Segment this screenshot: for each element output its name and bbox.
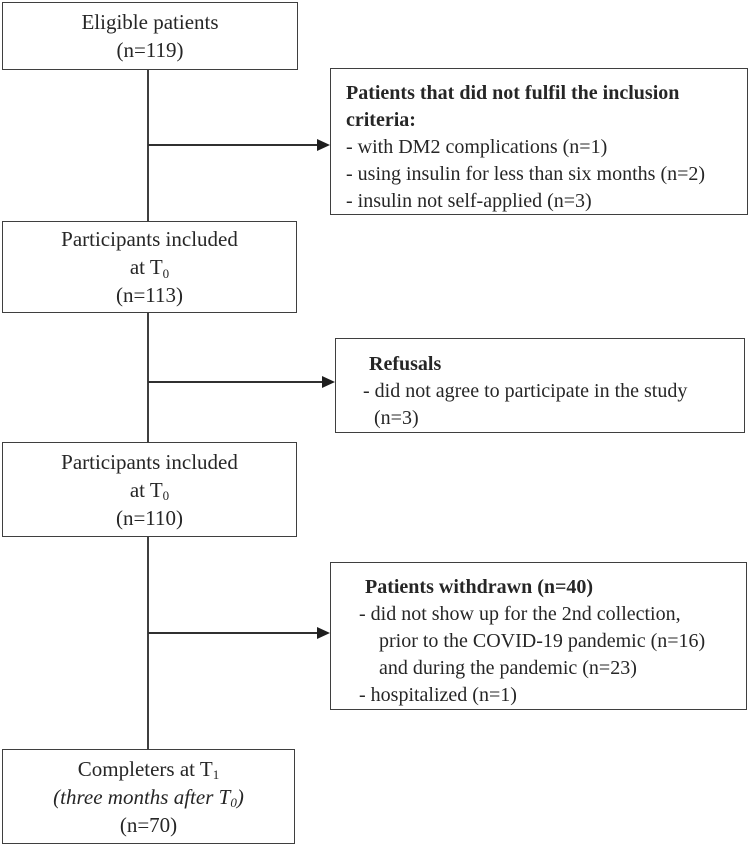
withdrawn-title: Patients withdrawn (n=40)	[365, 576, 594, 598]
box-included-t0-110: Participants included at T0 (n=110)	[2, 442, 297, 537]
exclusion-item: - insulin not self-applied (n=3)	[346, 190, 592, 212]
refusals-title: Refusals	[369, 353, 442, 375]
included-113-line1: Participants included	[61, 227, 238, 251]
arrow-shaft-to-refusals	[148, 381, 324, 383]
included-110-line2: at T0	[129, 477, 170, 504]
exclusion-title-line2: criteria:	[346, 109, 416, 131]
box-completers-t1: Completers at T1 (three months after T0)…	[2, 749, 295, 844]
vertical-connector-line	[147, 70, 149, 751]
exclusion-item: - using insulin for less than six months…	[346, 163, 706, 185]
completers-line2: (three months after T0)	[53, 784, 244, 811]
box-eligible-count: (n=119)	[116, 38, 184, 62]
box-eligible-patients: Eligible patients (n=119)	[2, 2, 298, 70]
exclusion-item: - with DM2 complications (n=1)	[346, 136, 608, 158]
included-113-line2: at T0	[129, 255, 170, 281]
arrow-shaft-to-exclusions	[148, 144, 319, 146]
arrowhead-to-withdrawn-icon	[317, 627, 330, 639]
box-refusals: Refusals - did not agree to participate …	[335, 338, 745, 433]
exclusion-title-line1: Patients that did not fulfil the inclusi…	[346, 82, 680, 104]
refusals-item: - did not agree to participate in the st…	[363, 380, 688, 402]
withdrawn-item-continuation: prior to the COVID-19 pandemic (n=16)	[379, 630, 706, 652]
refusals-item-count: (n=3)	[374, 407, 419, 429]
box-exclusion-criteria: Patients that did not fulfil the inclusi…	[330, 68, 748, 215]
completers-line1: Completers at T1	[77, 756, 220, 783]
box-withdrawn: Patients withdrawn (n=40) - did not show…	[330, 562, 747, 710]
withdrawn-item: - hospitalized (n=1)	[359, 684, 517, 706]
included-110-line1: Participants included	[61, 449, 238, 474]
arrowhead-to-exclusions-icon	[317, 139, 330, 151]
completers-count: (n=70)	[119, 812, 178, 837]
arrowhead-to-refusals-icon	[322, 376, 335, 388]
withdrawn-item: - did not show up for the 2nd collection…	[359, 603, 681, 625]
arrow-shaft-to-withdrawn	[148, 632, 319, 634]
included-113-count: (n=113)	[115, 283, 184, 307]
withdrawn-item-continuation: and during the pandemic (n=23)	[379, 657, 637, 679]
box-included-t0-113: Participants included at T0 (n=113)	[2, 221, 297, 313]
included-110-count: (n=110)	[115, 505, 184, 530]
box-eligible-line1: Eligible patients	[81, 10, 219, 34]
